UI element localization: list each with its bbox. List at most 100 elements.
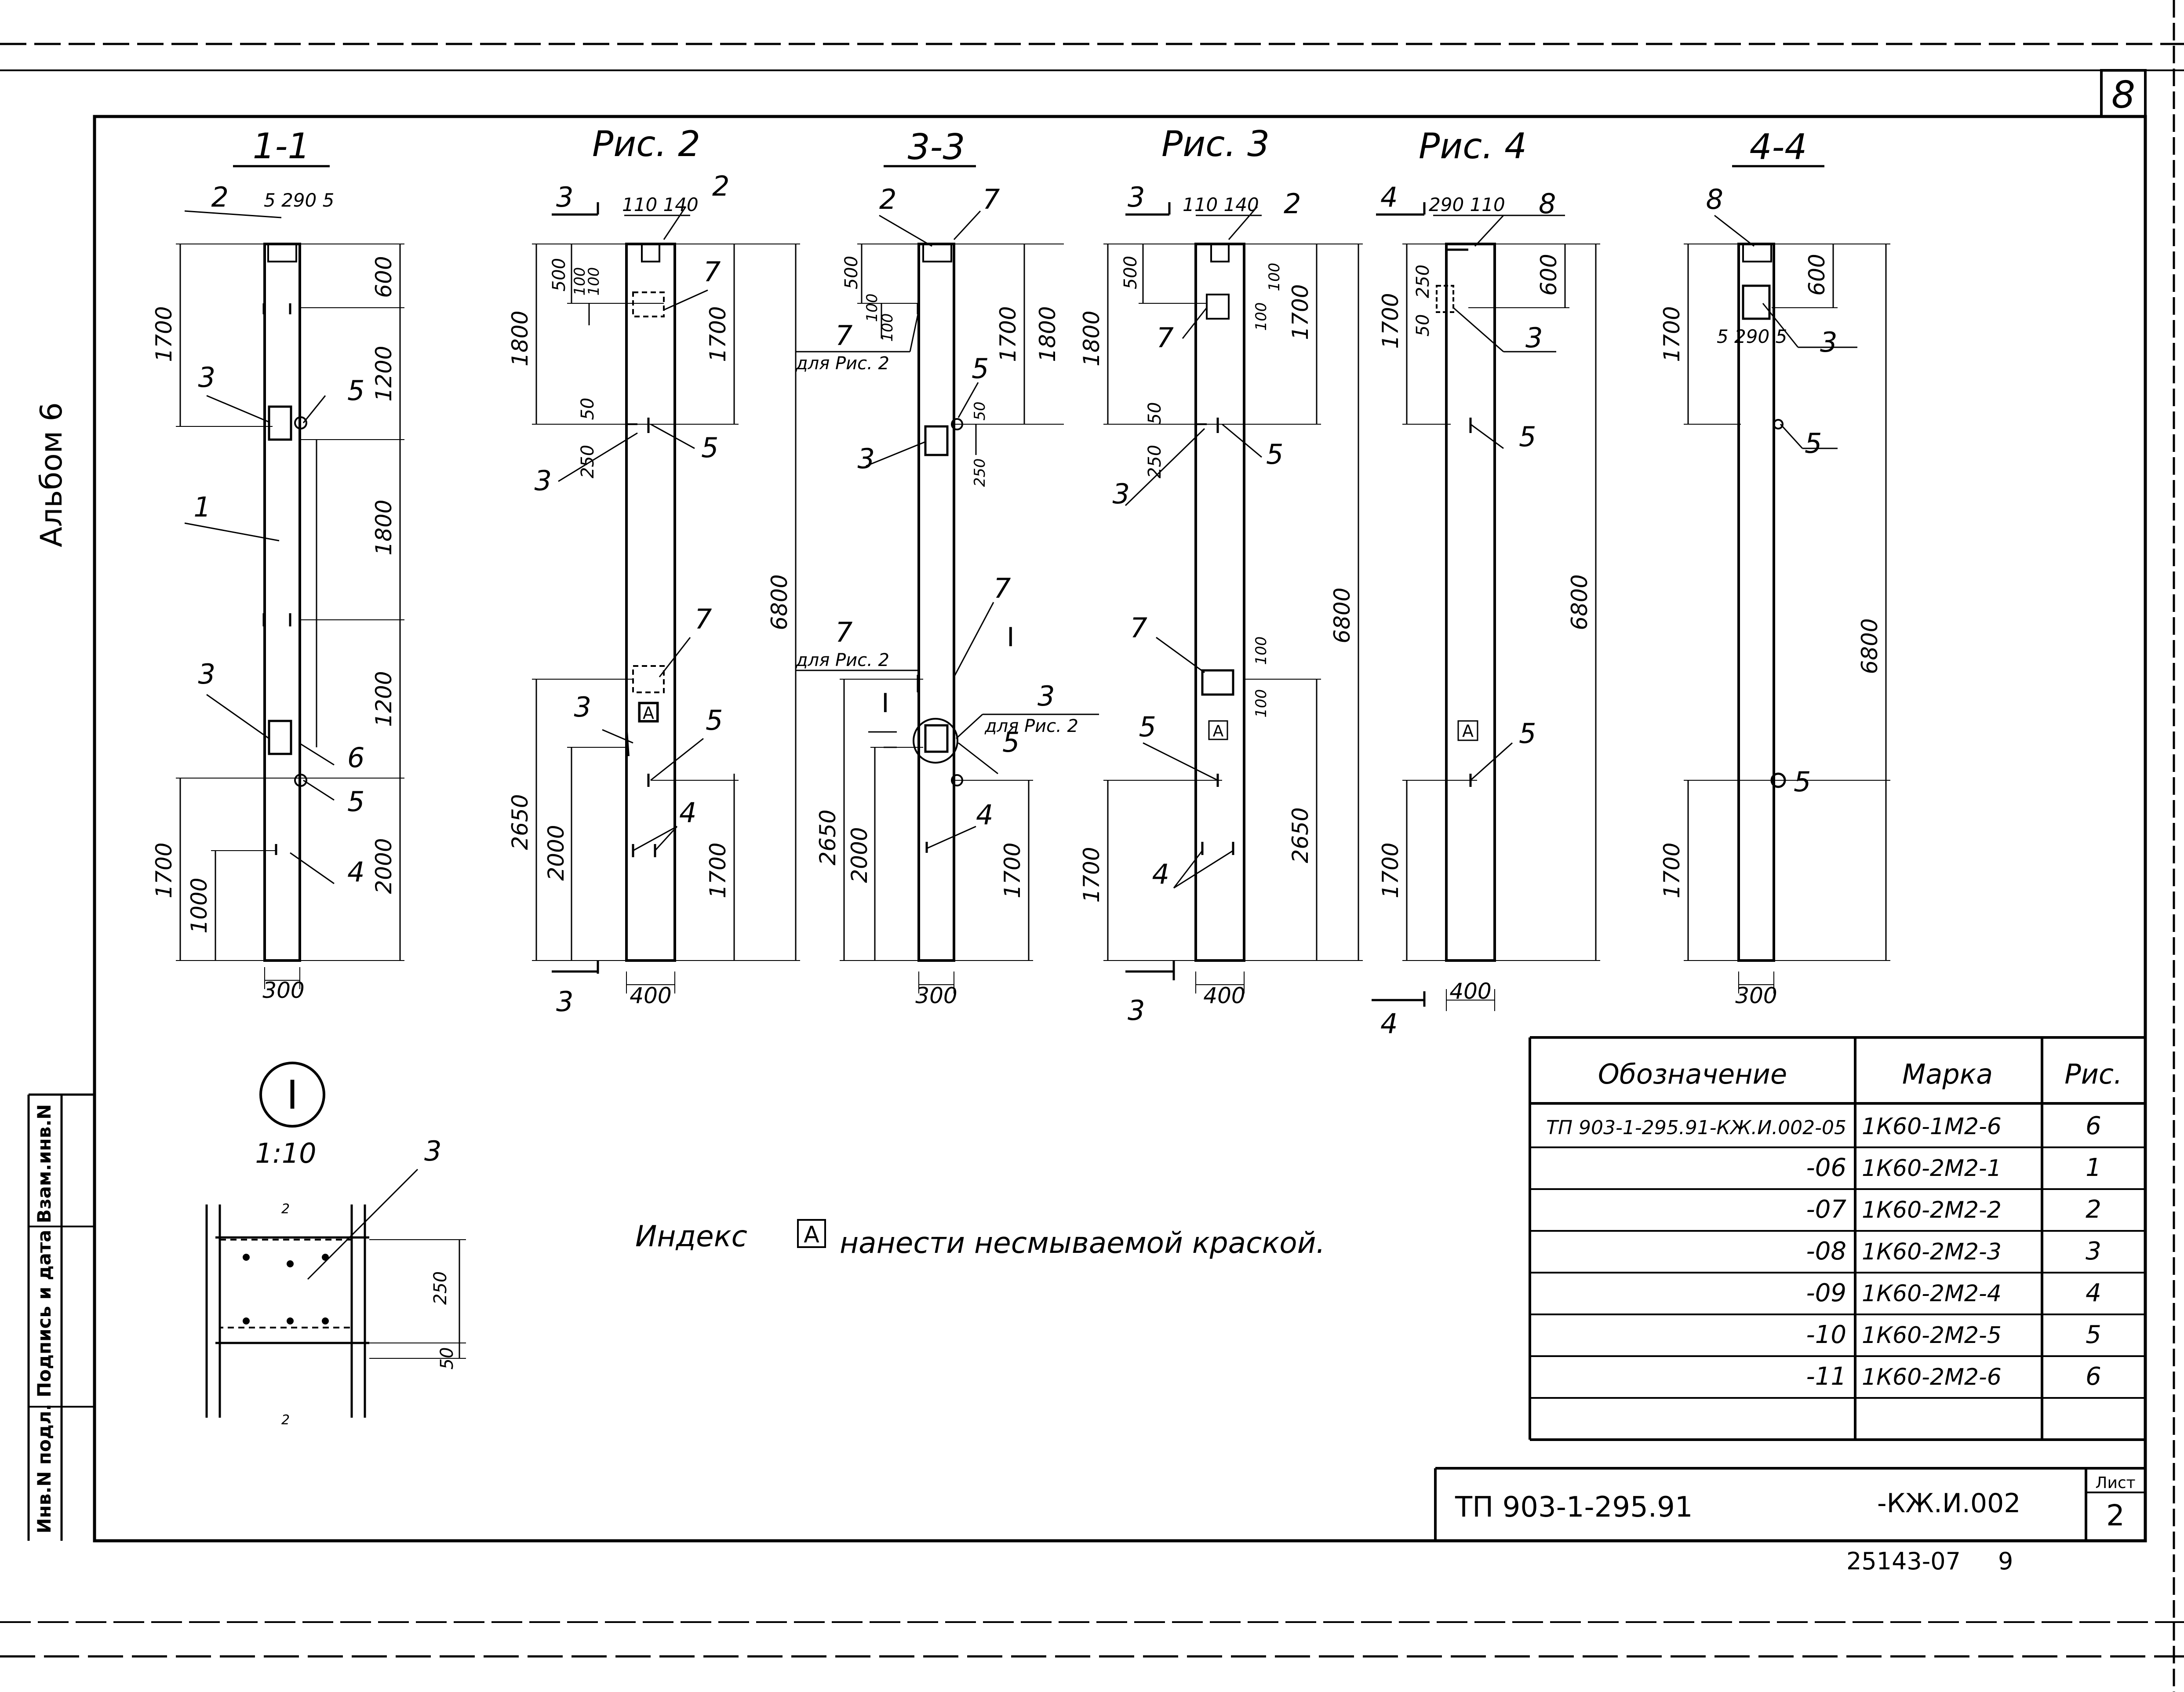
view-fig-2-title: Рис. 2 bbox=[592, 124, 700, 164]
dim-label: 50 bbox=[1145, 402, 1165, 425]
mark-5: 5 bbox=[1139, 711, 1156, 743]
section-mark: 4 bbox=[1380, 181, 1398, 213]
mark-3: 3 bbox=[198, 361, 215, 393]
column-body bbox=[917, 243, 955, 962]
view-fig-3-title: Рис. 3 bbox=[1161, 124, 1270, 164]
title-block-doc: -КЖ.И.002 bbox=[1877, 1488, 2020, 1519]
detail-edge-mark: 2 bbox=[281, 1201, 290, 1217]
dim-label: 2650 bbox=[1288, 807, 1313, 863]
note-for-fig2: для Рис. 2 bbox=[795, 650, 889, 670]
mark-3: 3 bbox=[198, 658, 215, 690]
mark-5: 5 bbox=[1519, 717, 1536, 750]
side-stamp-text: Инв.N подл. Подпись и дата Взам.инв.N bbox=[33, 1104, 55, 1534]
index-a-box bbox=[638, 702, 659, 723]
dim-label: 300 bbox=[915, 983, 957, 1008]
table-cell: 1К60-2М2-4 bbox=[1862, 1281, 2002, 1307]
table-cell: -07 bbox=[1806, 1195, 1847, 1224]
table-cell: 6 bbox=[2086, 1362, 2101, 1391]
dim-label: 1700 bbox=[1000, 842, 1025, 898]
mark-7: 7 bbox=[994, 572, 1011, 604]
column-body bbox=[1737, 243, 1775, 962]
bottom-code: 25143-07 bbox=[1846, 1547, 1961, 1575]
dim-label: 1800 bbox=[1035, 306, 1060, 362]
mark-5: 5 bbox=[347, 375, 364, 407]
mark-7: 7 bbox=[703, 256, 721, 288]
title-block bbox=[1434, 1467, 2145, 1541]
dim-label: 1200 bbox=[371, 346, 397, 401]
table-cell: 1К60-1М2-6 bbox=[1862, 1113, 2002, 1140]
mark-5: 5 bbox=[701, 432, 718, 464]
detail-mark-3: 3 bbox=[424, 1135, 441, 1167]
mark-3: 3 bbox=[1113, 478, 1130, 510]
table-cell: 4 bbox=[2086, 1279, 2101, 1307]
dim-label: 1800 bbox=[507, 310, 533, 366]
column-body bbox=[263, 243, 301, 962]
table-row: -10 1К60-2М2-5 5 bbox=[1806, 1321, 2101, 1349]
table-row: -11 1К60-2М2-6 6 bbox=[1806, 1362, 2101, 1391]
sheet-label: Лист bbox=[2095, 1474, 2135, 1492]
mark-7: 7 bbox=[695, 603, 712, 635]
title-block-code: ТП 903-1-295.91 bbox=[1455, 1491, 1693, 1524]
mark-5: 5 bbox=[972, 353, 989, 385]
bottom-number: 9 bbox=[1998, 1547, 2013, 1575]
dim-label: 250 bbox=[578, 445, 598, 478]
dim-label: 100 bbox=[585, 267, 603, 296]
view-1-1-title: 1-1 bbox=[253, 126, 310, 167]
album-label: Альбом 6 bbox=[34, 402, 69, 547]
index-a-label: A bbox=[643, 703, 654, 723]
detail-i bbox=[205, 1062, 466, 1418]
table-cell: 1К60-2М2-5 bbox=[1862, 1322, 2002, 1349]
mark-2: 2 bbox=[211, 181, 229, 213]
view-fig-4-top-dims: 290 110 bbox=[1429, 194, 1505, 215]
dim-label: 1700 bbox=[1659, 842, 1685, 898]
mark-3: 3 bbox=[1820, 326, 1837, 358]
section-mark: 3 bbox=[1128, 994, 1145, 1026]
mark-3: 3 bbox=[858, 443, 875, 475]
dim-label: 6800 bbox=[1857, 618, 1882, 674]
table-cell: -11 bbox=[1806, 1362, 1846, 1391]
detail-scale: 1:10 bbox=[255, 1137, 316, 1169]
dim-label: 400 bbox=[630, 983, 671, 1008]
dim-label: 50 bbox=[1413, 314, 1433, 337]
index-a-box bbox=[1208, 720, 1228, 740]
note-text: нанести несмываемой краской. bbox=[840, 1226, 1325, 1260]
table-header: Рис. bbox=[2064, 1058, 2122, 1090]
table-cell: 1К60-2М2-1 bbox=[1862, 1155, 2002, 1182]
dim-label: 1700 bbox=[1378, 293, 1403, 349]
mark-7: 7 bbox=[1157, 322, 1174, 354]
mark-3: 3 bbox=[535, 465, 552, 497]
section-mark: 4 bbox=[1380, 1008, 1398, 1040]
view-3-3-title: 3-3 bbox=[908, 127, 965, 167]
dim-label: 50 bbox=[971, 401, 989, 420]
view-1-1-top-dims: 5 290 5 bbox=[264, 189, 334, 211]
dim-label: 6800 bbox=[767, 574, 792, 630]
table-cell: 5 bbox=[2086, 1321, 2101, 1349]
dim-label: 1000 bbox=[186, 877, 212, 933]
dim-label: 100 bbox=[879, 313, 896, 342]
table-cell: 1К60-2М2-2 bbox=[1862, 1197, 2002, 1223]
dim-label: 1700 bbox=[1079, 847, 1104, 902]
corner-number: 8 bbox=[2111, 73, 2135, 117]
mark-4: 4 bbox=[1152, 858, 1169, 890]
detail-ref: I bbox=[881, 688, 889, 719]
table-row: -07 1К60-2М2-2 2 bbox=[1806, 1195, 2101, 1224]
dim-label: 250 bbox=[971, 458, 989, 487]
mark-8: 8 bbox=[1706, 183, 1723, 215]
dim-label: 2650 bbox=[507, 794, 533, 850]
mark-2: 2 bbox=[1284, 188, 1301, 220]
mark-3: 3 bbox=[1037, 680, 1055, 712]
mark-7: 7 bbox=[983, 183, 1000, 215]
view-3-3 bbox=[796, 165, 1099, 993]
mark-2: 2 bbox=[879, 183, 896, 215]
mark-5: 5 bbox=[1519, 421, 1536, 453]
dim-label: 100 bbox=[863, 294, 881, 322]
view-fig-4-title: Рис. 4 bbox=[1419, 126, 1527, 167]
note-for-fig2: для Рис. 2 bbox=[984, 716, 1078, 736]
mark-8: 8 bbox=[1539, 188, 1556, 220]
table-cell: 6 bbox=[2086, 1112, 2101, 1140]
dim-label: 1700 bbox=[1659, 306, 1685, 362]
note-index-box bbox=[797, 1219, 826, 1248]
section-mark: 3 bbox=[556, 181, 573, 213]
dim-label: 250 bbox=[1145, 445, 1165, 478]
